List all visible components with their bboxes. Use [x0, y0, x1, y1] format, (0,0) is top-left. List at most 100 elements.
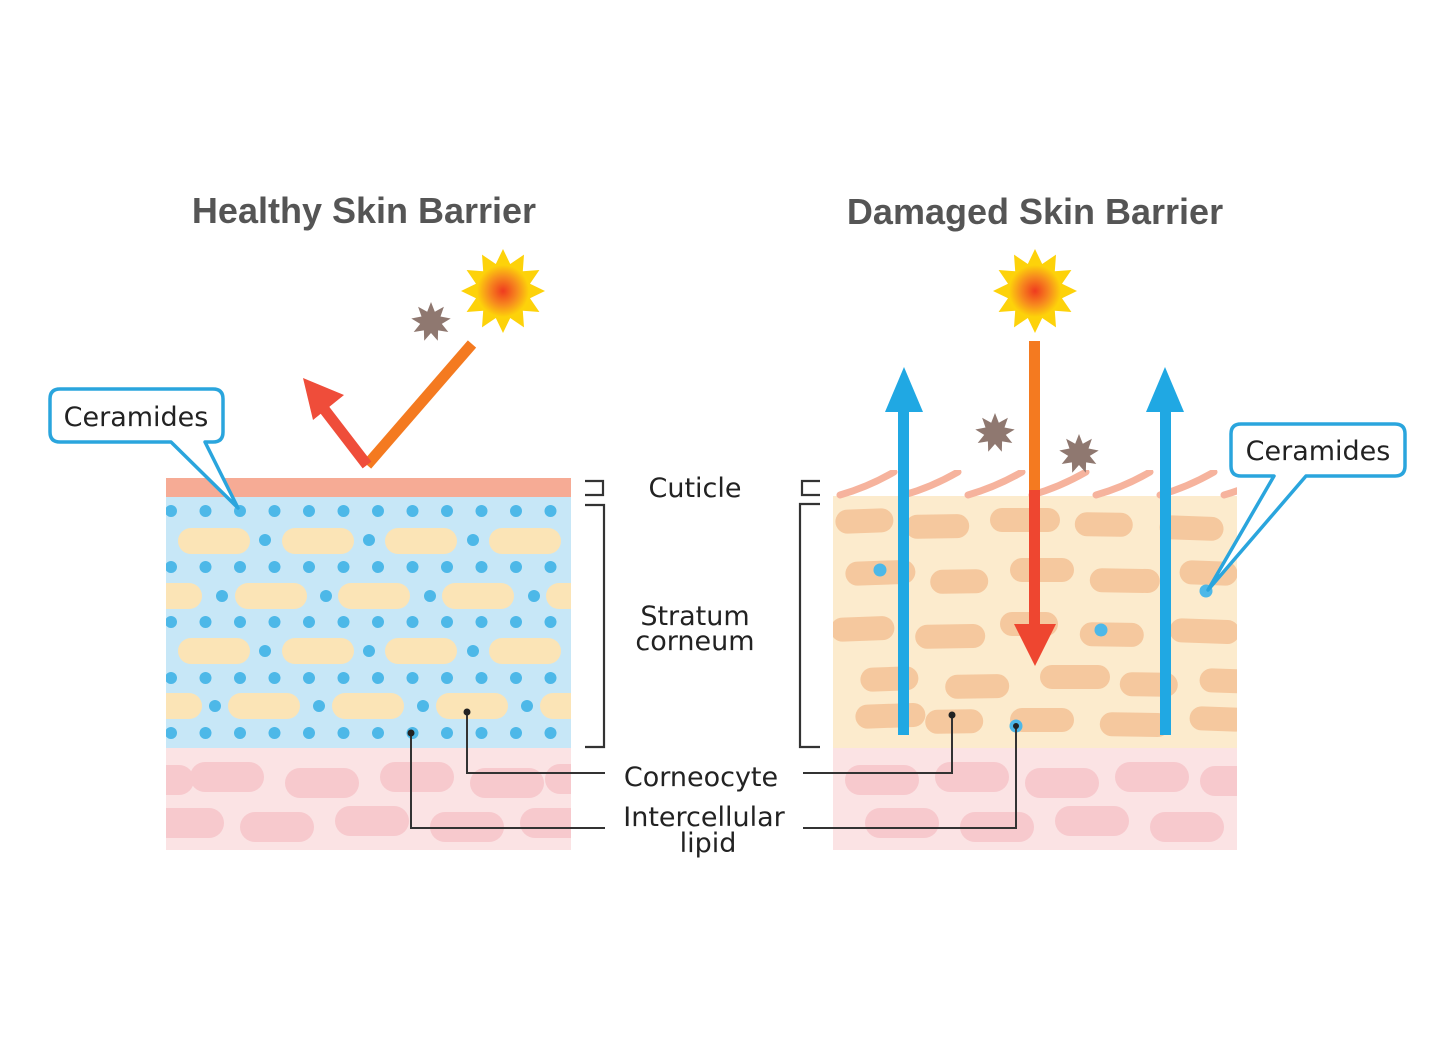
ceramide-dot [544, 561, 557, 573]
damaged-ceramides-label: Ceramides [1246, 436, 1391, 467]
upward-arrow-icon [885, 367, 923, 735]
ceramide-dot [475, 561, 488, 573]
damaged-ceramides-callout: Ceramides [1206, 422, 1407, 592]
ceramide-dot [441, 561, 453, 573]
damaged-corneocyte [833, 616, 895, 642]
damaged-corneocyte [1089, 568, 1160, 594]
lower-cell [240, 812, 314, 842]
ceramide-dot [510, 727, 522, 739]
corneocyte [338, 583, 410, 609]
stratum-bracket-left [585, 503, 606, 749]
healthy-skin-block [166, 478, 571, 850]
lower-cell [865, 808, 939, 838]
stratum-label-line1: Stratum [640, 601, 749, 632]
damaged-corneocyte [1040, 665, 1110, 689]
lower-cell [520, 808, 571, 838]
damaged-corneocyte [945, 674, 1010, 699]
lower-cell [1200, 766, 1237, 796]
lower-cell [1150, 812, 1224, 842]
ceramide-dot [259, 645, 271, 657]
healthy-ceramides-callout: Ceramides [48, 387, 240, 510]
cuticle-bracket-left [585, 479, 605, 497]
damaged-corneocyte [860, 666, 919, 692]
damaged-corneocyte [1010, 558, 1074, 582]
ceramide-dot [313, 700, 325, 712]
ceramide-dot [372, 672, 384, 684]
ceramide-dot [166, 505, 177, 517]
corneocyte-rows [166, 528, 571, 719]
corneocyte [489, 528, 561, 554]
cuticle-scale [1092, 470, 1154, 499]
damaged-lower-cells [845, 762, 1237, 842]
ceramide-dot [216, 590, 228, 602]
corneocyte [385, 528, 457, 554]
corneocyte-pointer-dot [463, 708, 471, 716]
ceramide-dot [406, 616, 419, 628]
ceramide-dot [475, 616, 488, 628]
corneocyte [489, 638, 561, 664]
ceramide-dot [372, 727, 384, 739]
ceramide-dot [406, 561, 419, 573]
ceramide-dot [372, 561, 384, 573]
corneocyte [178, 638, 250, 664]
corneocyte [332, 693, 404, 719]
downward-arrow-icon [1014, 341, 1056, 666]
corneocyte-label: Corneocyte [624, 762, 778, 793]
corneocyte-leader-lines [466, 712, 953, 774]
lower-cell [166, 808, 224, 838]
ceramide-dot [510, 672, 522, 684]
ceramide-dot [544, 616, 557, 628]
ceramide-dot [268, 672, 281, 684]
ceramide-dot [199, 505, 212, 517]
damaged-corneocyte [855, 702, 926, 729]
lower-cell [545, 764, 571, 794]
ceramide-dot [268, 616, 281, 628]
corneocyte [546, 583, 571, 609]
ceramide-dot [873, 563, 887, 577]
lower-cell [380, 762, 454, 792]
cuticle-scale [836, 470, 898, 499]
ceramide-dot [441, 727, 453, 739]
damaged-corneocyte [1169, 618, 1237, 645]
ceramide-dot [303, 505, 315, 517]
cuticle-bracket-right [800, 479, 820, 497]
ceramide-dot [337, 672, 350, 684]
lower-cell [935, 762, 1009, 792]
ceramide-dot [199, 727, 212, 739]
damaged-corneocyte [1079, 622, 1144, 647]
ceramide-dot [337, 727, 350, 739]
ceramide-dot [337, 505, 350, 517]
ceramide-dot [234, 727, 246, 739]
lipid-pointer-dot [1013, 723, 1019, 729]
damaged-skin-block [833, 470, 1237, 850]
damaged-corneocyte [1099, 712, 1170, 738]
ceramide-dot [268, 561, 281, 573]
ceramide-dot [209, 700, 221, 712]
reflected-arrow-icon [303, 340, 477, 469]
sun-icon [993, 249, 1077, 333]
lower-cell [335, 806, 409, 836]
ceramide-dot [166, 672, 177, 684]
corneocyte [385, 638, 457, 664]
pollutant-particle-icon [975, 413, 1015, 452]
ceramide-dot [406, 505, 419, 517]
ceramide-dot [166, 616, 177, 628]
ceramide-dot [544, 727, 557, 739]
ceramide-dot [475, 727, 488, 739]
lower-cell [1025, 768, 1099, 798]
corneocyte [166, 583, 202, 609]
lipid-leader-lines [410, 726, 1017, 829]
ceramide-dot [475, 672, 488, 684]
ceramide-dot [417, 700, 429, 712]
damaged-corneocyte [925, 709, 984, 734]
upward-arrow-icon [1146, 367, 1184, 735]
ceramide-dot [544, 505, 557, 517]
pollutant-particle-icon [411, 302, 451, 341]
damaged-corneocyte [1010, 708, 1074, 732]
corneocyte [166, 693, 202, 719]
ceramide-dot [166, 561, 177, 573]
ceramide-dot [303, 616, 315, 628]
ceramide-dot [199, 561, 212, 573]
damaged-corneocyte [1189, 706, 1237, 732]
